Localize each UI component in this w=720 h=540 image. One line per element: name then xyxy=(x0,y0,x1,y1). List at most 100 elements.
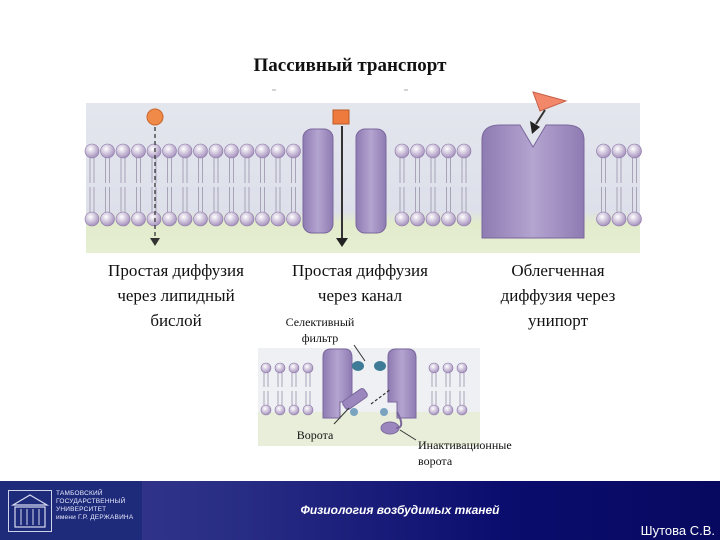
lipid-head xyxy=(442,362,454,374)
lipid-head xyxy=(425,143,441,159)
logo-line: УНИВЕРСИТЕТ xyxy=(56,506,107,513)
lipid-head xyxy=(596,143,611,159)
lipid-head xyxy=(288,404,300,416)
lipid-head xyxy=(410,143,425,159)
selective-filter-dot xyxy=(374,361,386,371)
caption-lipid-bilayer: Простая диффузия через липидный бислой xyxy=(86,258,266,333)
channel-protein-left xyxy=(302,128,334,234)
lipid-head xyxy=(611,211,627,227)
lipid-head xyxy=(286,211,301,227)
lipid-head xyxy=(288,362,300,374)
label-line: Селективный xyxy=(285,315,355,329)
lipid-head xyxy=(100,143,115,159)
arrow-head-lipid xyxy=(150,238,160,246)
lipid-head xyxy=(131,211,146,227)
lipid-head xyxy=(456,211,472,227)
label-line: Инактивационные xyxy=(418,438,512,452)
label-gate: Ворота xyxy=(296,428,334,442)
lipid-head xyxy=(270,143,286,159)
label-line: фильтр xyxy=(301,331,339,345)
channel-protein-right xyxy=(355,128,387,234)
lipid-head xyxy=(270,211,286,227)
ligand-flag xyxy=(532,91,568,112)
logo-line: ГОСУДАРСТВЕННЫЙ xyxy=(56,498,126,505)
lipid-head xyxy=(208,211,224,227)
lipid-head xyxy=(274,404,286,416)
caption-channel: Простая диффузия через канал xyxy=(268,258,452,308)
caption-line: унипорт xyxy=(528,311,588,330)
detail-channel-right xyxy=(387,348,417,419)
lipid-head xyxy=(177,143,193,159)
lipid-head xyxy=(260,404,272,416)
caption-uniport: Облегченная диффузия через унипорт xyxy=(478,258,638,333)
ligand-arrow xyxy=(535,109,546,125)
lipid-head xyxy=(274,362,286,374)
label-selective-filter: Селективный фильтр xyxy=(270,314,370,346)
university-name: ТАМБОВСКИЙ ГОСУДАРСТВЕННЫЙ УНИВЕРСИТЕТ и… xyxy=(56,490,140,522)
lipid-head xyxy=(193,143,208,159)
label-line: ворота xyxy=(418,454,453,468)
caption-line: Простая диффузия xyxy=(292,261,428,280)
lipid-head xyxy=(146,143,162,159)
lipid-head xyxy=(260,362,272,374)
lipid-bilayer xyxy=(84,143,642,227)
selective-filter-dot xyxy=(352,361,364,371)
lipid-head xyxy=(611,143,627,159)
lipid-head xyxy=(441,211,456,227)
lipid-head xyxy=(442,404,454,416)
lipid-head xyxy=(394,211,410,227)
caption-line: через канал xyxy=(317,286,403,305)
label-inactivation-gate: Инактивационные ворота xyxy=(418,437,548,469)
lipid-head xyxy=(456,362,468,374)
molecule-square xyxy=(332,109,350,125)
university-emblem xyxy=(8,490,52,532)
logo-line: имени Г.Р. ДЕРЖАВИНА xyxy=(56,514,134,521)
page-title: Пассивный транспорт xyxy=(253,55,447,76)
lipid-head xyxy=(193,211,208,227)
caption-line: Простая диффузия xyxy=(108,261,244,280)
lipid-head xyxy=(456,143,472,159)
lipid-head xyxy=(115,211,131,227)
lipid-head xyxy=(115,143,131,159)
lipid-head xyxy=(208,143,224,159)
lipid-head xyxy=(100,211,115,227)
lipid-head xyxy=(627,143,642,159)
lipid-head xyxy=(224,143,239,159)
lipid-head xyxy=(627,211,642,227)
molecule-circle xyxy=(146,108,164,126)
lipid-head xyxy=(302,362,314,374)
caption-line: диффузия через xyxy=(500,286,616,305)
lipid-head xyxy=(410,211,425,227)
lipid-head xyxy=(425,211,441,227)
caption-line: бислой xyxy=(150,311,202,330)
lipid-head xyxy=(162,143,177,159)
lipid-head xyxy=(239,211,255,227)
lipid-head xyxy=(394,143,410,159)
lipid-head xyxy=(177,211,193,227)
lipid-head xyxy=(302,404,314,416)
lipid-head xyxy=(131,143,146,159)
arrow-head-channel xyxy=(336,238,348,247)
caption-line: Облегченная xyxy=(511,261,605,280)
course-title: Физиология возбудимых тканей xyxy=(300,503,500,517)
lipid-head xyxy=(428,404,440,416)
gate xyxy=(342,388,368,410)
lipid-head xyxy=(162,211,177,227)
caption-line: через липидный xyxy=(117,286,235,305)
lipid-head xyxy=(84,143,100,159)
lipid-bilayer-detail xyxy=(260,362,468,416)
lipid-head xyxy=(255,143,270,159)
author-name: Шутова С.В. xyxy=(640,523,715,538)
lipid-head xyxy=(84,211,100,227)
lipid-head xyxy=(456,404,468,416)
lipid-head xyxy=(441,143,456,159)
uniport-protein xyxy=(481,124,585,239)
building-icon xyxy=(10,494,50,528)
lipid-head xyxy=(239,143,255,159)
logo-line: ТАМБОВСКИЙ xyxy=(56,490,103,497)
lipid-head xyxy=(255,211,270,227)
lipid-head xyxy=(286,143,301,159)
lipid-head xyxy=(428,362,440,374)
lipid-head xyxy=(146,211,162,227)
lipid-head xyxy=(224,211,239,227)
